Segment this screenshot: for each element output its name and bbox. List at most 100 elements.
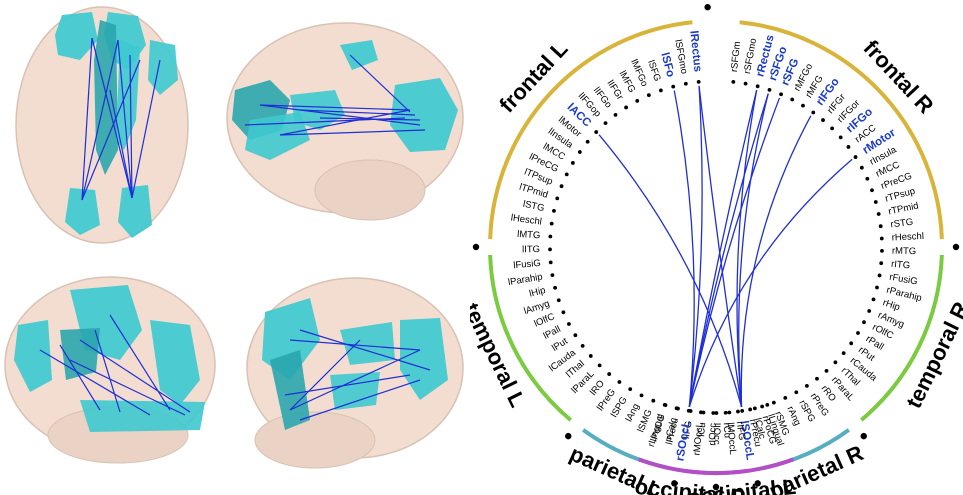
node-dot — [804, 384, 809, 388]
node-dot — [548, 260, 553, 265]
roi-blob — [60, 328, 100, 380]
node-dot — [686, 408, 691, 413]
region-ring — [472, 3, 960, 491]
connection-edge — [688, 158, 853, 407]
node-dot — [613, 112, 618, 117]
separator-dot — [952, 243, 960, 251]
node-dot — [771, 400, 776, 405]
node-label: rIFG — [734, 421, 747, 441]
node-label: rCalc — [664, 416, 680, 440]
roi-blob — [330, 372, 380, 410]
roi-blob — [390, 78, 458, 152]
connection-edge — [598, 134, 743, 408]
node-dot — [646, 93, 651, 98]
node-dot — [849, 341, 854, 346]
node-dot — [811, 110, 816, 115]
connection-edge — [698, 85, 743, 408]
node-dot — [658, 88, 663, 93]
separator-dot — [860, 432, 867, 440]
region-label: frontal L — [494, 36, 572, 117]
roi-blob — [270, 350, 310, 430]
node-dot — [552, 209, 556, 213]
connection-edge — [688, 85, 703, 407]
region-arc — [739, 20, 944, 240]
node-dot — [821, 118, 825, 122]
node-dot — [548, 234, 553, 239]
node-dot — [877, 273, 882, 278]
separator-dot — [671, 480, 678, 487]
node-dot — [711, 411, 716, 415]
brain-renderings — [4, 6, 464, 469]
connection-lines — [39, 314, 191, 416]
node-dot — [696, 80, 701, 84]
node-label: lITG — [522, 244, 540, 255]
connection-edge — [736, 90, 758, 408]
region-arc — [859, 254, 944, 422]
node-label: rMOccL — [692, 422, 706, 456]
connection-edge — [688, 90, 758, 407]
connection-lines — [81, 37, 161, 201]
node-dot — [588, 354, 593, 358]
node-label: lHeschl — [510, 212, 542, 227]
node-dots — [548, 80, 884, 415]
node-dot — [674, 406, 679, 411]
node-label: lSTG — [522, 199, 546, 214]
roi-blob — [65, 188, 100, 235]
node-dot — [740, 409, 745, 413]
node-dot — [870, 188, 874, 193]
cerebellum-shell — [314, 159, 426, 221]
node-dot — [651, 398, 656, 403]
node-dot — [617, 380, 622, 384]
roi-blob — [340, 322, 395, 365]
connection-edges — [598, 85, 853, 408]
node-dot — [624, 105, 628, 110]
node-dot — [755, 84, 760, 89]
node-dot — [564, 172, 569, 177]
node-label: rHip — [881, 297, 901, 313]
node-dot — [748, 407, 753, 412]
oblique-view — [246, 277, 464, 469]
node-dot — [875, 285, 879, 290]
node-dot — [838, 135, 843, 140]
region-label: frontal R — [859, 35, 939, 118]
node-dot — [573, 333, 578, 338]
node-dot — [662, 402, 667, 407]
node-dot — [549, 221, 554, 226]
connection-edge — [688, 97, 781, 407]
node-dot — [853, 155, 858, 159]
node-dot — [699, 410, 703, 415]
roi-blob — [55, 12, 98, 60]
connection-edge — [673, 90, 695, 407]
node-dot — [871, 297, 876, 302]
node-dot — [794, 390, 799, 395]
region-arc — [488, 20, 693, 240]
node-dot — [767, 87, 772, 92]
axial-view — [15, 6, 189, 244]
region-arc — [488, 254, 573, 422]
node-dot — [714, 411, 719, 415]
connection-edge — [738, 93, 769, 408]
node-dot — [628, 387, 633, 392]
node-dot — [639, 393, 644, 398]
node-dot — [873, 200, 878, 204]
node-dot — [585, 139, 590, 144]
node-dot — [841, 351, 846, 356]
roi-blob — [116, 40, 140, 150]
node-dot — [567, 322, 571, 326]
node-label: rMTG — [892, 246, 917, 258]
node-dot — [879, 236, 884, 241]
roi-blob — [94, 20, 118, 175]
node-dot — [760, 404, 765, 409]
region-label: occipital R — [634, 474, 747, 495]
node-dot — [727, 410, 732, 415]
separator-dot — [704, 3, 711, 11]
node-dot — [683, 81, 688, 86]
node-dot — [603, 121, 608, 125]
separator-dot — [565, 432, 572, 440]
region-arc — [638, 457, 748, 475]
node-dot — [801, 103, 805, 108]
separator-dot — [754, 480, 761, 487]
node-label: lHip — [528, 285, 547, 300]
node-label: rITG — [891, 259, 911, 272]
